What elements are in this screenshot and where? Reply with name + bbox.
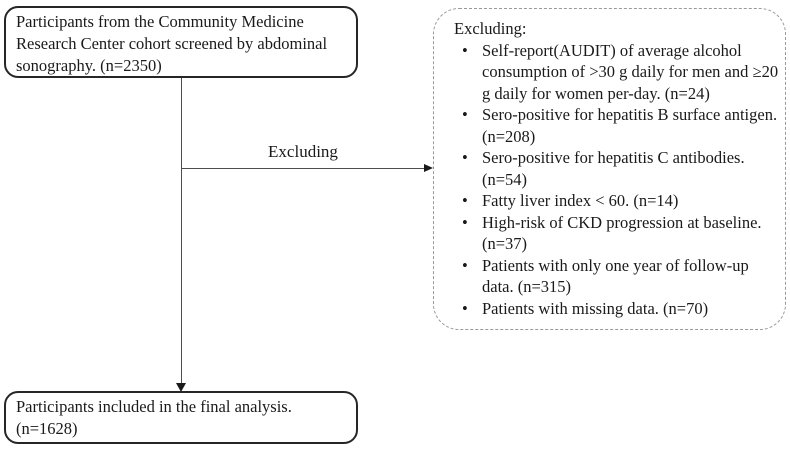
exclusion-item: Self-report(AUDIT) of average alcohol co…: [462, 40, 779, 105]
final-analysis-text: Participants included in the final analy…: [16, 397, 292, 438]
excluding-edge-label: Excluding: [268, 142, 338, 161]
exclusion-item: Patients with only one year of follow-up…: [462, 255, 779, 298]
final-analysis-box: Participants included in the final analy…: [4, 391, 358, 444]
connector-horizontal-line: [181, 168, 425, 169]
exclusion-item: Fatty liver index < 60. (n=14): [462, 190, 779, 212]
exclusion-box-title: Excluding:: [454, 19, 527, 38]
exclusion-item: Sero-positive for hepatitis B surface an…: [462, 104, 779, 147]
arrowhead-right-icon: [424, 164, 433, 172]
exclusion-item: Patients with missing data. (n=70): [462, 298, 779, 320]
connector-vertical-line: [181, 78, 182, 385]
arrowhead-down-icon: [176, 383, 186, 392]
exclusion-criteria-box: Excluding: Self-report(AUDIT) of average…: [433, 8, 786, 330]
exclusion-item: High-risk of CKD progression at baseline…: [462, 212, 779, 255]
screened-participants-box: Participants from the Community Medicine…: [4, 6, 358, 78]
exclusion-list: Self-report(AUDIT) of average alcohol co…: [454, 40, 779, 320]
screened-participants-text: Participants from the Community Medicine…: [16, 12, 328, 75]
exclusion-item: Sero-positive for hepatitis C antibodies…: [462, 147, 779, 190]
